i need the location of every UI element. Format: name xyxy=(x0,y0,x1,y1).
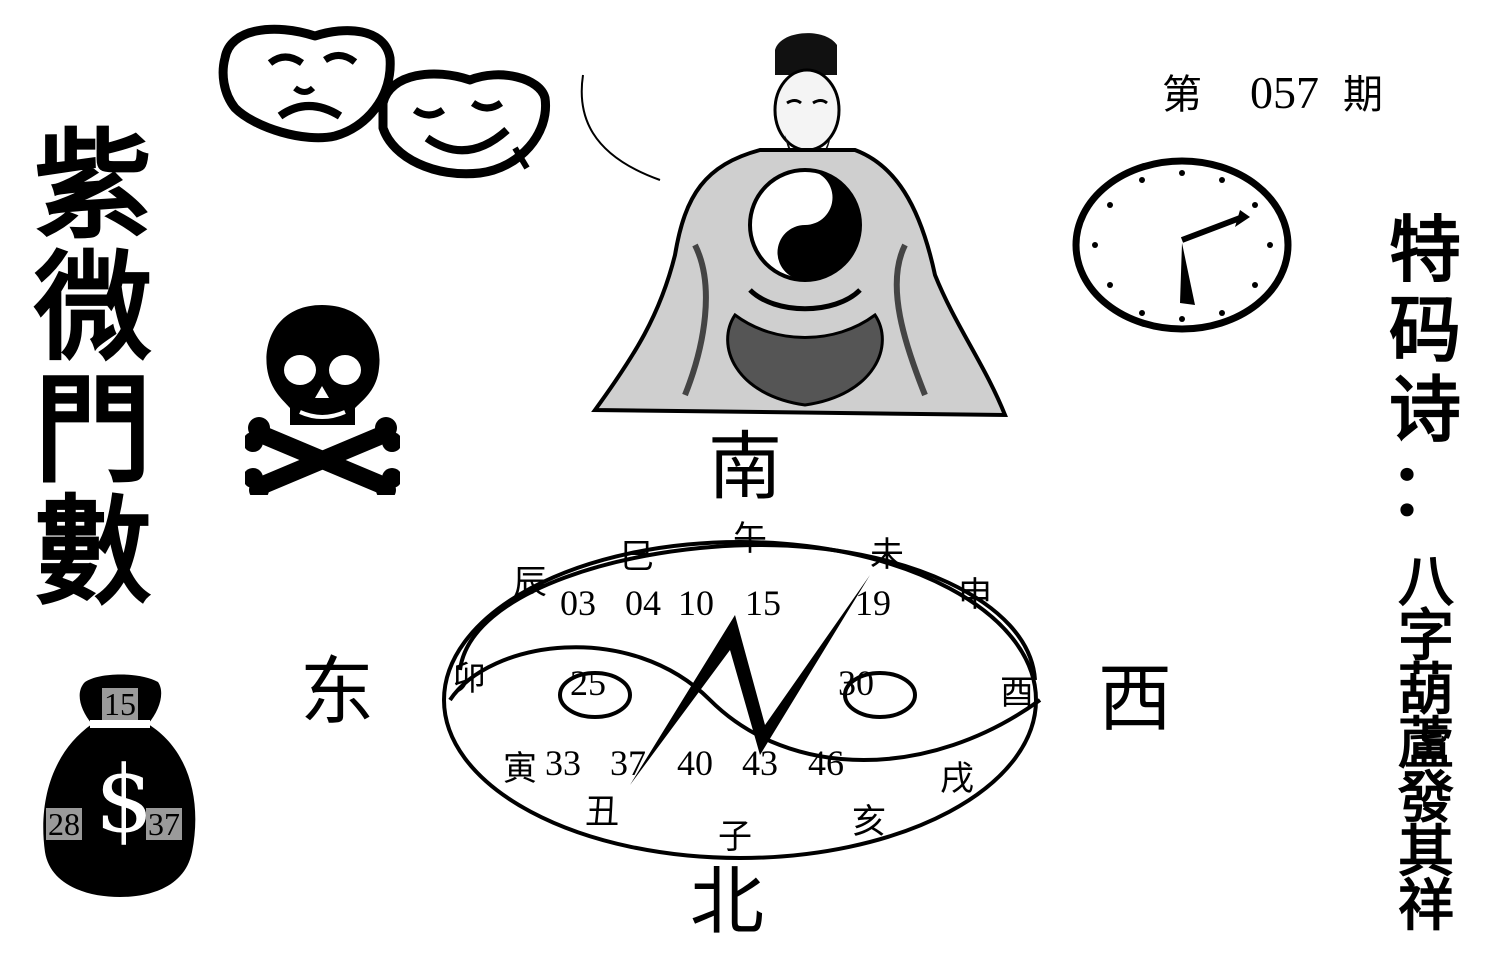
poem-label-char: 码 xyxy=(1388,287,1461,372)
branch-xu: 戌 xyxy=(940,759,974,799)
bag-number-right: 37 xyxy=(146,806,182,842)
poem-char: 發 xyxy=(1398,765,1454,831)
number-bottom-5: 46 xyxy=(808,743,844,783)
poem-char: 其 xyxy=(1398,819,1454,885)
issue-suffix: 期 xyxy=(1343,72,1383,118)
branch-zi: 子 xyxy=(718,817,752,857)
page-title: 紫 微 門 數 xyxy=(28,125,158,613)
number-top-1: 03 xyxy=(560,583,596,623)
title-char-4: 數 xyxy=(33,482,152,621)
title-char-1: 紫 xyxy=(33,116,152,255)
poem-char: 祥 xyxy=(1398,873,1454,939)
number-bottom-3: 40 xyxy=(677,743,713,783)
branch-yin: 寅 xyxy=(503,749,537,789)
poem-label-char: ： xyxy=(1388,447,1461,532)
poem-label-char: 诗 xyxy=(1388,367,1461,452)
issue-prefix: 第 xyxy=(1162,72,1202,118)
poem-char: 蘆 xyxy=(1398,711,1454,777)
direction-north: 北 xyxy=(690,859,764,945)
poem-label-char: 特 xyxy=(1388,207,1461,292)
poem-char: 字 xyxy=(1398,603,1454,669)
number-top-4: 15 xyxy=(745,583,781,623)
direction-south: 南 xyxy=(708,424,782,510)
branch-mao: 卯 xyxy=(452,659,486,699)
number-left-circle: 25 xyxy=(570,663,606,703)
branch-you: 酉 xyxy=(1000,673,1034,713)
number-top-5: 19 xyxy=(855,583,891,623)
branch-shen: 申 xyxy=(958,575,992,615)
branch-wei: 未 xyxy=(870,535,904,575)
compass-diagram xyxy=(442,540,1042,860)
number-bottom-4: 43 xyxy=(742,743,778,783)
direction-west: 西 xyxy=(1098,656,1172,742)
poem-char: 葫 xyxy=(1398,657,1454,723)
number-top-3: 10 xyxy=(678,583,714,623)
branch-chou: 丑 xyxy=(585,792,619,832)
number-bottom-1: 33 xyxy=(545,743,581,783)
branch-si: 巳 xyxy=(620,537,654,577)
number-bottom-2: 37 xyxy=(610,743,646,783)
clock-icon xyxy=(1072,157,1292,333)
branch-wu: 午 xyxy=(733,519,767,559)
poem-text: 八 字 葫 蘆 發 其 祥 xyxy=(1390,549,1462,939)
theater-masks-icon xyxy=(218,24,551,179)
issue-number: 第 057 期 xyxy=(1162,62,1383,120)
branch-chen: 辰 xyxy=(513,563,547,603)
bag-number-top: 15 xyxy=(102,686,138,722)
number-top-2: 04 xyxy=(625,583,661,623)
sage-figure-icon xyxy=(580,33,1008,418)
lightning-bolt-icon xyxy=(630,575,870,785)
direction-east: 东 xyxy=(300,649,374,735)
money-bag-icon: 15 $ 28 37 xyxy=(40,672,200,902)
issue-value: 057 xyxy=(1250,67,1319,118)
poem-label: 特 码 诗 ： xyxy=(1380,210,1470,530)
branch-hai: 亥 xyxy=(852,802,886,842)
dollar-sign: $ xyxy=(95,746,154,853)
number-right-circle: 30 xyxy=(838,663,874,703)
title-char-3: 門 xyxy=(33,360,152,499)
skull-crossbones-icon xyxy=(245,305,400,495)
title-char-2: 微 xyxy=(33,238,152,377)
yin-yang-icon xyxy=(748,168,862,282)
poem-char: 八 xyxy=(1398,549,1454,615)
bag-number-left: 28 xyxy=(46,806,82,842)
